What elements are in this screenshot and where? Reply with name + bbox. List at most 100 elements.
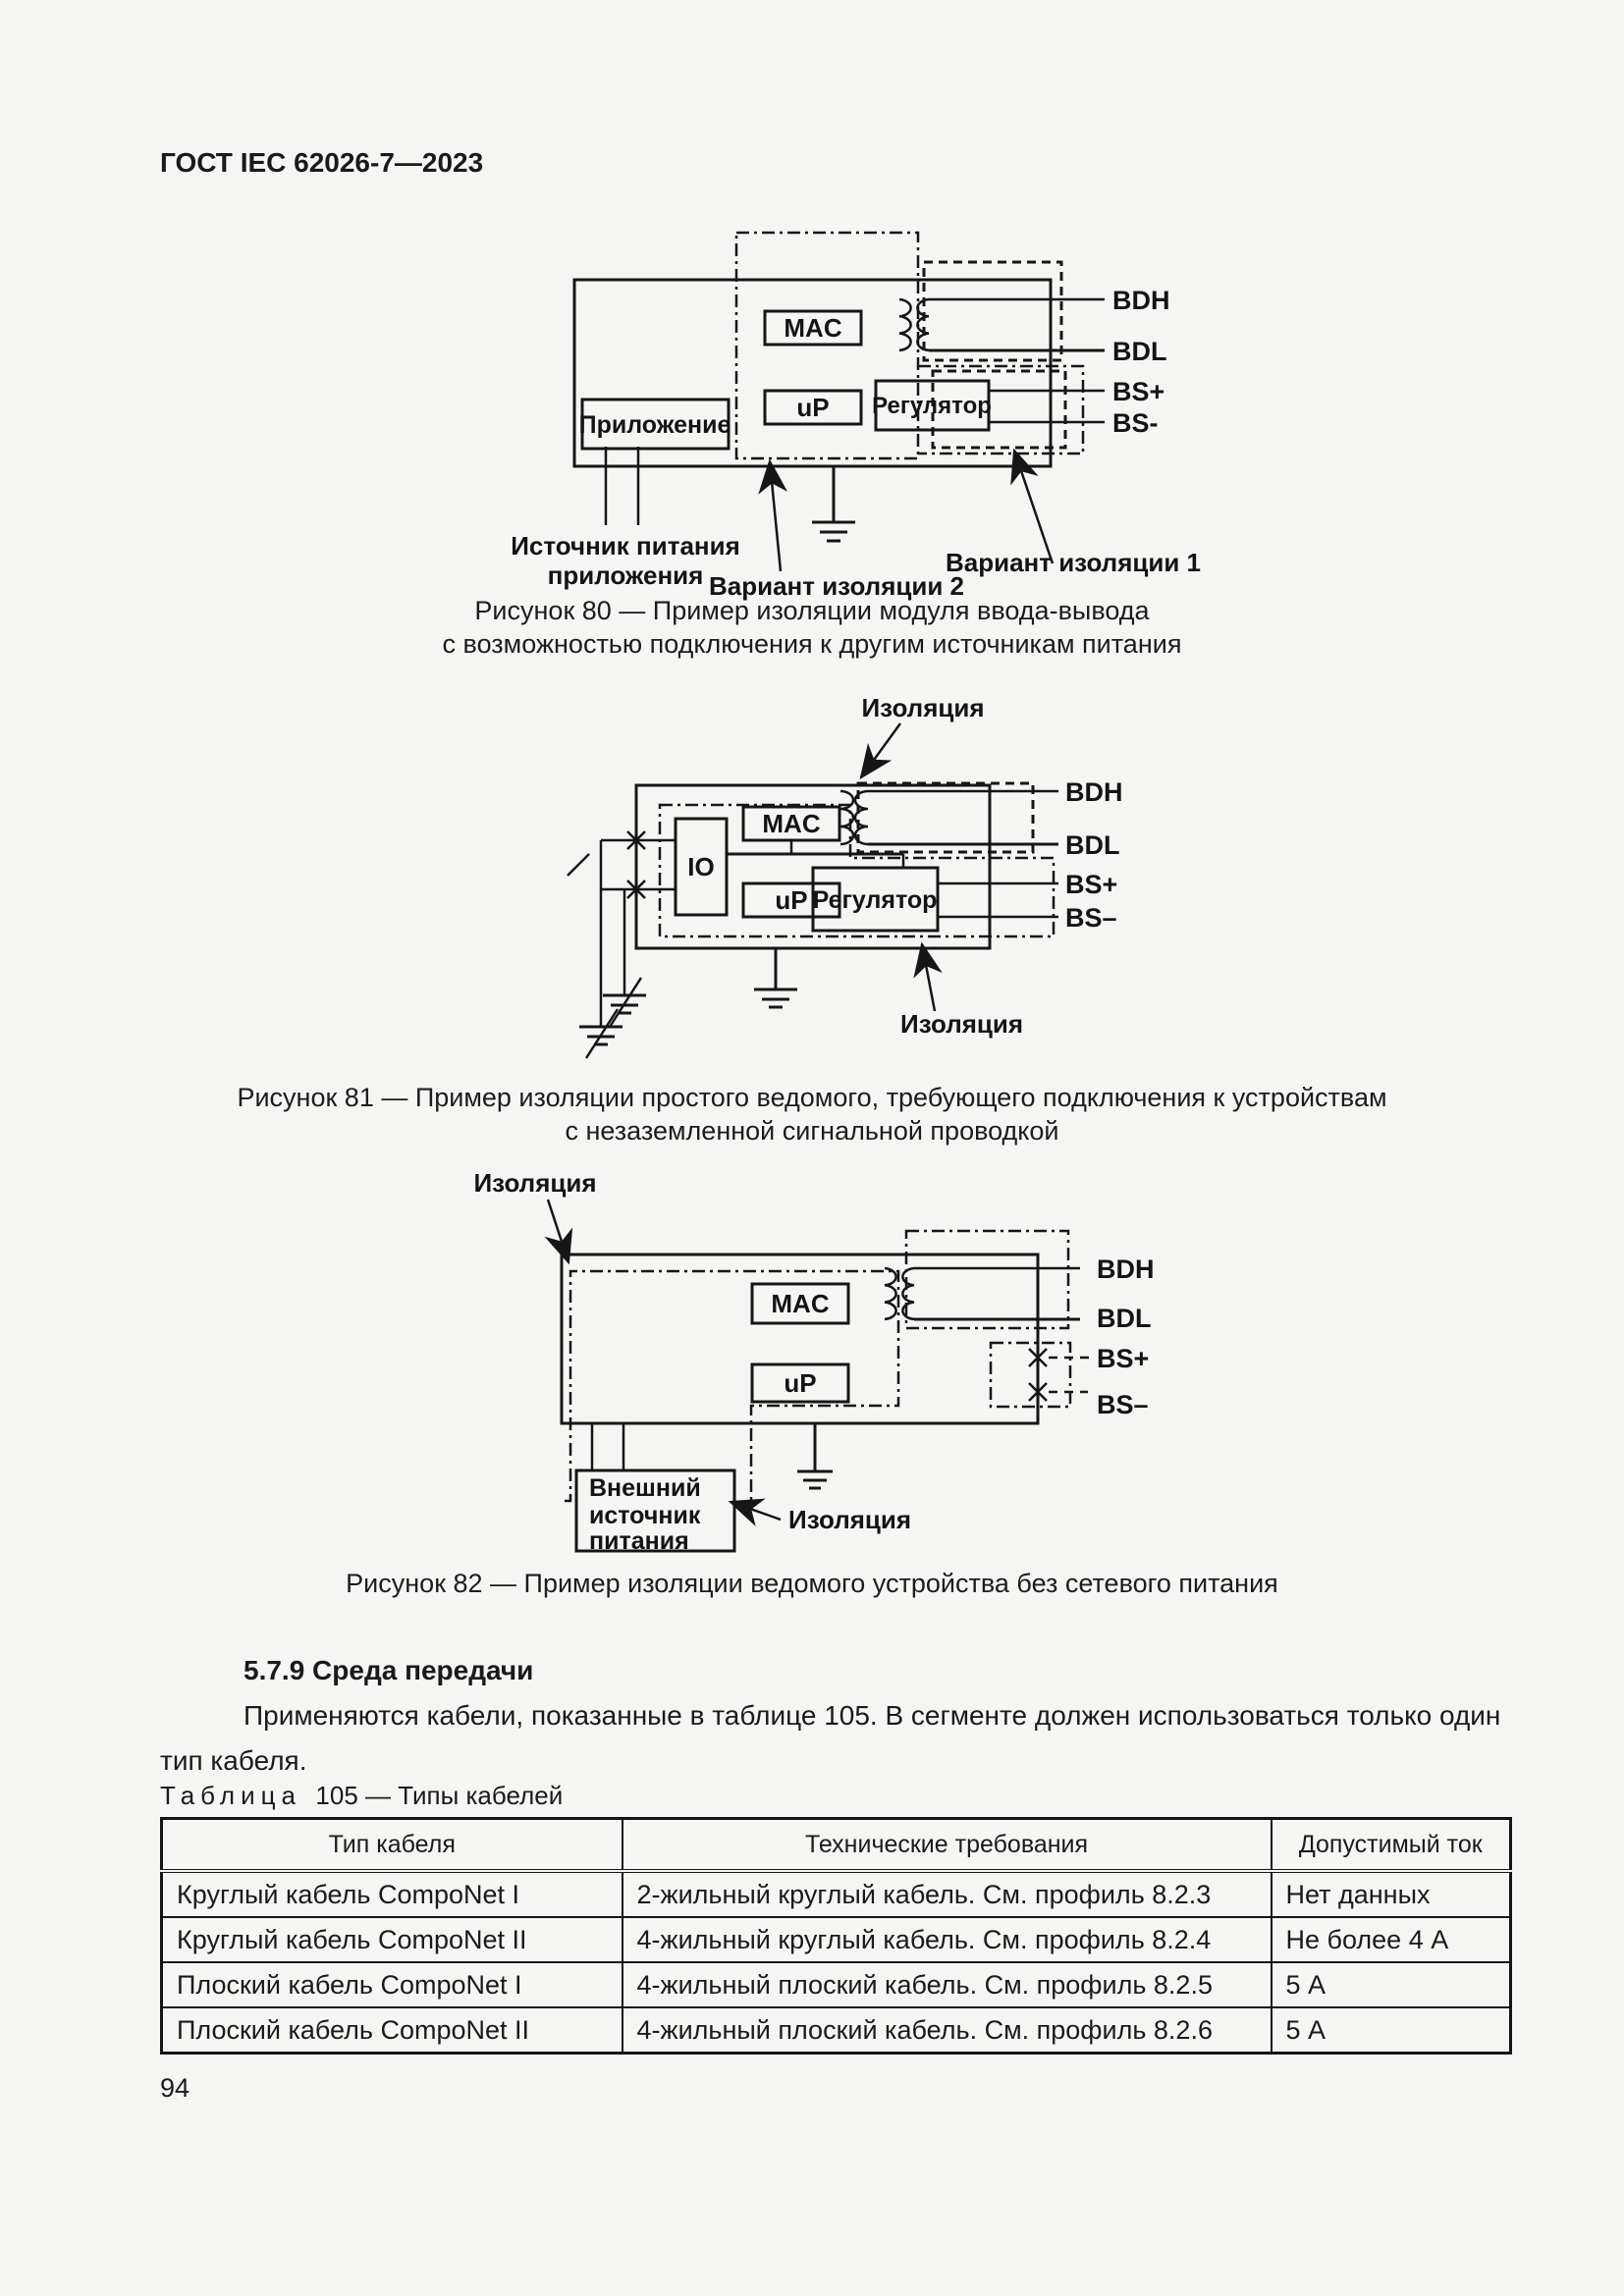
cell-requirements: 4-жильный круглый кабель. См. профиль 8.… [621,1916,1272,1963]
col-header-current: Допустимый ток [1270,1817,1512,1873]
up-block: uP [763,389,863,426]
figure-81-caption-line1: Рисунок 81 — Пример изоляции простого ве… [237,1083,1387,1112]
table-title-word: Таблица [160,1781,301,1810]
isolation-top-arrow-icon [544,1199,573,1265]
isolation-variant1-boundary [922,260,1067,450]
mac-block: MAC [750,1282,850,1325]
table-row: Плоский кабель CompoNet II 4-жильный пло… [160,2006,1512,2055]
cell-current: Не более 4 А [1270,1916,1512,1963]
bs-dashed-stubs [1049,1356,1092,1394]
table-title: Таблица 105 — Типы кабелей [160,1781,563,1811]
table-row: Круглый кабель CompoNet II 4-жильный кру… [160,1916,1512,1963]
bs-terminal-boundary [989,1341,1072,1409]
network-side-boundary [856,781,1035,854]
port-bdh: BDH [1097,1255,1155,1284]
isolation-bottom-arrow-icon [728,1498,782,1526]
col-header-requirements: Технические требования [621,1817,1272,1873]
ground-icon [754,948,797,1009]
svg-text:Регулятор: Регулятор [813,886,938,914]
variant2-label: Вариант изоляции 2 [709,571,964,601]
mac-block: MAC [763,309,863,347]
power-source-label-1: Источник питания [511,531,740,561]
port-bdh: BDH [1065,777,1123,807]
transformer-icon [884,1266,915,1321]
svg-text:uP: uP [775,885,807,915]
regulator-block: Регулятор [872,379,992,432]
cell-cable-type: Плоский кабель CompoNet I [160,1961,623,2008]
figure-80-diagram: Приложение MAC uP Регулятор BDH BDL BS+ … [511,231,1201,601]
svg-text:MAC: MAC [762,809,820,838]
power-supply-wires [604,447,640,525]
transformer-icon [839,789,869,846]
cable-types-table: Тип кабеля Технические требования Допуст… [160,1817,1512,2055]
svg-text:Внешний: Внешний [589,1474,701,1502]
isolation-bottom-arrow-icon [913,941,943,1012]
svg-text:Приложение: Приложение [579,411,731,439]
slave-enclosure [634,783,992,950]
application-block: Приложение [579,398,731,451]
io-block: IO [674,817,729,917]
paragraph-line2: тип кабеля. [160,1745,307,1776]
svg-text:Регулятор: Регулятор [872,393,992,419]
up-block: uP [750,1362,850,1404]
port-bs-minus: BS– [1097,1390,1149,1419]
port-bs-plus: BS+ [1112,377,1164,406]
svg-text:IO: IO [687,852,714,881]
variant1-label: Вариант изоляции 1 [946,548,1201,577]
bus-lines [914,1266,1080,1321]
mac-block: MAC [741,805,841,842]
figure-80-caption-line1: Рисунок 80 — Пример изоляции модуля ввод… [474,596,1150,625]
col-header-cable-type: Тип кабеля [160,1817,623,1873]
regulator-block: Регулятор [811,866,940,933]
svg-text:uP: uP [784,1368,816,1398]
slave-enclosure [560,1253,1040,1425]
port-bdl: BDL [1065,830,1120,860]
ground-icon [797,1423,833,1490]
table-title-rest: 105 — Типы кабелей [315,1781,564,1810]
ground-icon [812,466,855,543]
wire-cross-icon [1028,1348,1048,1402]
page-header: ГОСТ IEC 62026-7—2023 [160,147,484,178]
external-power-source-block: Внешний источник питания [574,1468,736,1555]
isolation-bottom-label: Изоляция [900,1009,1023,1039]
cell-cable-type: Плоский кабель CompoNet II [160,2006,623,2055]
cell-requirements: 2-жильный круглый кабель. См. профиль 8.… [621,1870,1272,1918]
table-row: Плоский кабель CompoNet I 4-жильный плос… [160,1961,1512,2008]
svg-text:uP: uP [796,393,829,422]
cell-current: 5 А [1270,1961,1512,2008]
transformer-icon [898,297,930,352]
figure-82-diagram: Изоляция MAC uP BDH BDL [473,1168,1155,1555]
port-bdh: BDH [1112,286,1170,315]
cell-current: 5 А [1270,2006,1512,2055]
cell-current: Нет данных [1270,1870,1512,1918]
figure-81-caption-line2: с незаземленной сигнальной проводкой [565,1116,1059,1146]
wire-cross-icon [626,830,646,899]
port-bs-minus: BS– [1065,903,1117,933]
svg-text:питания: питания [589,1527,689,1555]
variant2-arrow-icon [758,458,788,572]
module-enclosure [572,278,1053,468]
isolation-top-arrow-icon [859,722,902,780]
svg-text:MAC: MAC [771,1289,829,1318]
cell-requirements: 4-жильный плоский кабель. См. профиль 8.… [621,1961,1272,2008]
figure-81-diagram: Изоляция IO MAC uP Регулятор [567,693,1123,1059]
up-block: uP [741,881,841,919]
power-source-label-2: приложения [548,561,704,590]
port-bdl: BDL [1112,337,1167,366]
port-bs-plus: BS+ [1097,1344,1149,1373]
cell-cable-type: Круглый кабель CompoNet II [160,1916,623,1963]
svg-text:источник: источник [589,1502,701,1529]
section-heading: 5.7.9 Среда передачи [244,1655,534,1685]
isolation-bottom-label: Изоляция [788,1505,911,1534]
input-wires [567,838,676,1027]
port-bdl: BDL [1097,1304,1152,1333]
paragraph-line1: Применяются кабели, показанные в таблице… [244,1700,1501,1731]
port-bs-plus: BS+ [1065,870,1117,899]
isolation-variant2-boundary [734,231,1085,460]
cell-requirements: 4-жильный плоский кабель. См. профиль 8.… [621,2006,1272,2055]
svg-text:MAC: MAC [784,313,841,343]
bus-lines [929,297,1105,424]
isolation-top-label: Изоляция [473,1168,596,1198]
network-coupling-boundary [904,1229,1070,1330]
